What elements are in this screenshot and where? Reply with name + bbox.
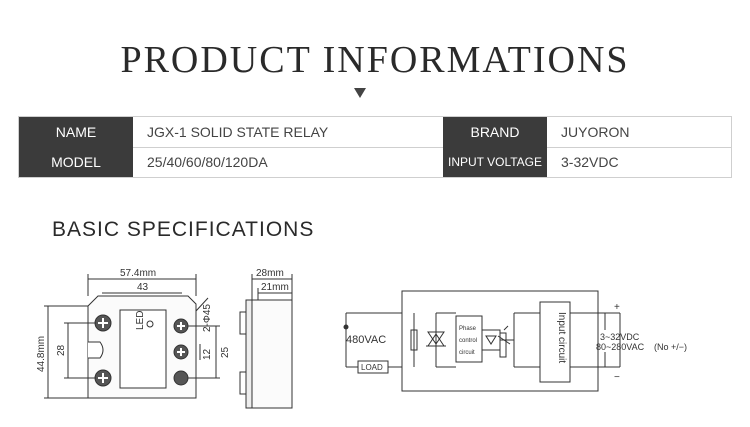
label-brand: BRAND (443, 117, 547, 147)
dim-height-total: 44.8mm (36, 336, 47, 372)
dim-width-total: 57.4mm (120, 268, 156, 279)
polarity-note: (No +/−) (654, 342, 687, 352)
dim-width-holes: 43 (137, 282, 149, 293)
dim-height-inner: 28 (56, 344, 67, 356)
led-label: LED (135, 311, 146, 330)
page-title: PRODUCT INFORMATIONS (120, 39, 630, 81)
table-row: MODEL 25/40/60/80/120DA INPUT VOLTAGE 3-… (19, 147, 731, 177)
value-input-voltage: 3-32VDC (561, 154, 619, 170)
input-circuit-label: Input circuit (556, 312, 567, 363)
circuit-diagram (343, 290, 621, 392)
down-arrow-icon (354, 88, 366, 98)
section-title: BASIC SPECIFICATIONS (52, 218, 315, 241)
dim-depth-body: 21mm (261, 282, 289, 293)
dim-pin-spacing: 12 (202, 348, 213, 360)
label-name: NAME (19, 117, 133, 147)
label-input-voltage: INPUT VOLTAGE (443, 147, 547, 177)
ac-range-label: 80~280VAC (596, 342, 645, 352)
label-model: MODEL (19, 147, 133, 177)
table-row: NAME JGX-1 SOLID STATE RELAY BRAND JUYOR… (19, 117, 731, 148)
relay-front-view (44, 274, 220, 399)
value-model: 25/40/60/80/120DA (147, 154, 268, 170)
value-brand: JUYORON (561, 124, 630, 140)
product-info-table: NAME JGX-1 SOLID STATE RELAY BRAND JUYOR… (18, 116, 732, 178)
dc-range-label: 3~32VDC (600, 332, 640, 342)
plus-sign: + (614, 302, 620, 313)
dim-depth-total: 28mm (256, 268, 284, 279)
load-label: LOAD (361, 363, 383, 372)
relay-side-view (239, 274, 293, 409)
minus-sign: − (614, 372, 620, 383)
dim-hole-diameter: 2-Φ45 (202, 304, 213, 332)
value-name: JGX-1 SOLID STATE RELAY (147, 124, 329, 140)
phase-label-1: Phase (459, 326, 477, 332)
ac-voltage-label: 480VAC (346, 334, 386, 346)
phase-label-3: circuit (459, 350, 475, 356)
phase-label-2: control (459, 338, 477, 344)
dim-pin-height: 25 (220, 346, 231, 358)
